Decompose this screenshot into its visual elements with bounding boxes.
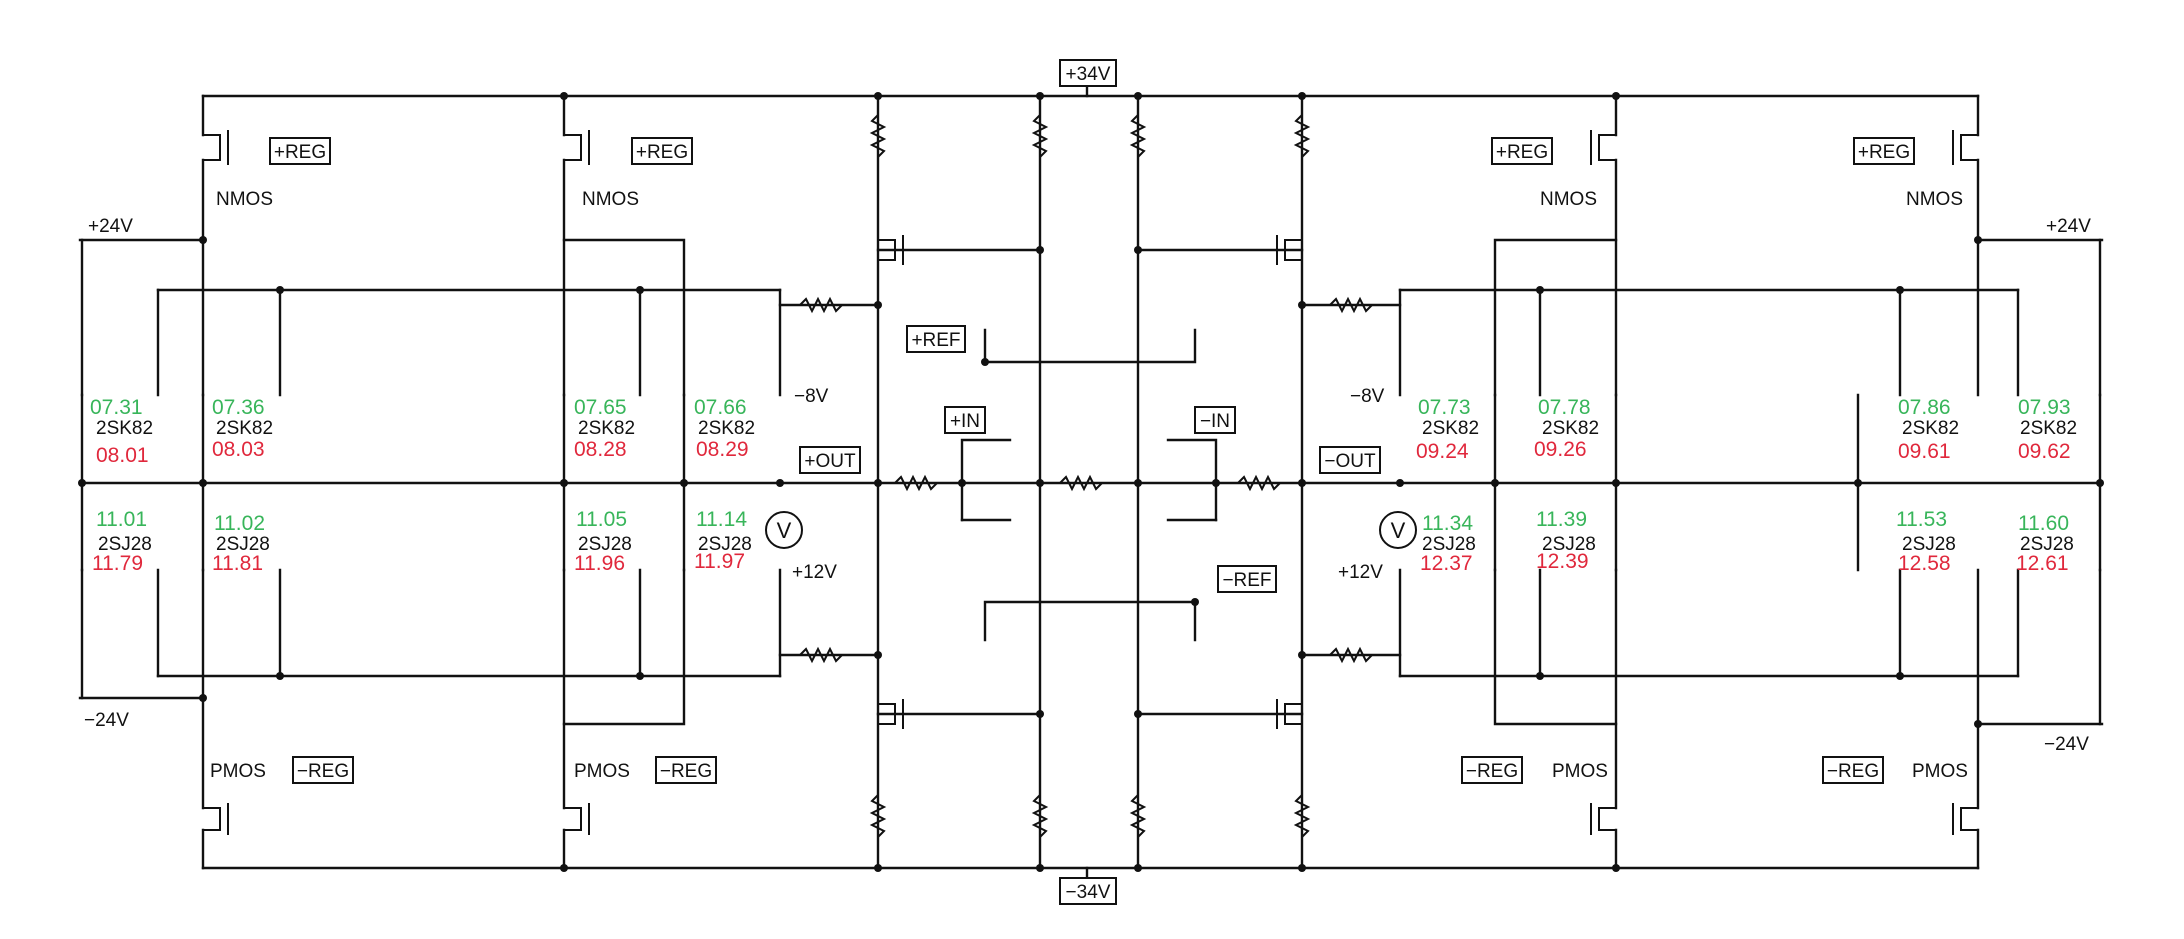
regulator-mosfets xyxy=(203,130,1978,835)
plus34-label: +34V xyxy=(1066,64,1111,85)
pmos-label-3: PMOS xyxy=(1552,761,1608,782)
pch-1-low: 11.01 xyxy=(96,508,147,531)
pch-5-part: 2SJ28 xyxy=(1422,534,1476,555)
pch-6-part: 2SJ28 xyxy=(1542,534,1596,555)
pch-3-high: 11.96 xyxy=(574,552,625,575)
pmos-label-2: PMOS xyxy=(574,761,630,782)
voltmeter-right-icon xyxy=(1379,511,1417,549)
minus-reg-label-1: −REG xyxy=(297,761,349,782)
plus12-left-label: +12V xyxy=(792,562,837,583)
pch-8-part: 2SJ28 xyxy=(2020,534,2074,555)
plus-reg-label-2: +REG xyxy=(636,142,688,163)
pch-7-part: 2SJ28 xyxy=(1902,534,1956,555)
minus24-right-label: −24V xyxy=(2044,734,2089,755)
minus-reg-label-3: −REG xyxy=(1466,761,1518,782)
pch-7-high: 12.58 xyxy=(1898,552,1951,575)
minus8-right-label: −8V xyxy=(1350,386,1385,407)
pch-5-low: 11.34 xyxy=(1422,512,1473,535)
nch-6-part: 2SK82 xyxy=(1542,418,1599,439)
nch-5-low: 07.73 xyxy=(1418,396,1471,419)
supply-rail-labels: +34V −34V +24V −24V +24V −24V −8V −8V +1… xyxy=(84,59,2091,905)
nch-5-high: 09.24 xyxy=(1416,440,1469,463)
pch-4-low: 11.14 xyxy=(696,508,747,531)
pch-1-part: 2SJ28 xyxy=(98,534,152,555)
resistors xyxy=(799,114,1373,838)
pch-2-part: 2SJ28 xyxy=(216,534,270,555)
nch-4-low: 07.66 xyxy=(694,396,747,419)
nch-1-part: 2SK82 xyxy=(96,418,153,439)
minus-in-label: −IN xyxy=(1200,411,1230,432)
pch-2-high: 11.81 xyxy=(212,552,263,575)
voltmeter-right-label: V xyxy=(1391,518,1406,543)
backbone-wires xyxy=(78,82,2104,882)
nch-3-high: 08.28 xyxy=(574,438,627,461)
nch-6-high: 09.26 xyxy=(1534,438,1587,461)
plus-reg-label-3: +REG xyxy=(1496,142,1548,163)
pch-3-part: 2SJ28 xyxy=(578,534,632,555)
pch-4-high: 11.97 xyxy=(694,550,745,573)
nch-8-high: 09.62 xyxy=(2018,440,2071,463)
nmos-label-2: NMOS xyxy=(582,189,639,210)
nmos-label-1: NMOS xyxy=(216,189,273,210)
nmos-label-3: NMOS xyxy=(1540,189,1597,210)
nch-3-low: 07.65 xyxy=(574,396,627,419)
pch-4-part: 2SJ28 xyxy=(698,534,752,555)
pch-1-high: 11.79 xyxy=(92,552,143,575)
nch-2-part: 2SK82 xyxy=(216,418,273,439)
plus24-left-label: +24V xyxy=(88,216,133,237)
nch-6-low: 07.78 xyxy=(1538,396,1591,419)
pch-8-high: 12.61 xyxy=(2016,552,2069,575)
nmos-label-4: NMOS xyxy=(1906,189,1963,210)
minus34-box xyxy=(1059,877,1117,905)
nch-8-part: 2SK82 xyxy=(2020,418,2077,439)
plus-in-label: +IN xyxy=(950,411,980,432)
plus-reg-label-1: +REG xyxy=(274,142,326,163)
voltmeter-left-label: V xyxy=(777,518,792,543)
nchannel-devices: 07.31 2SK82 08.01 07.36 2SK82 08.03 07.6… xyxy=(90,396,2077,467)
nch-5-part: 2SK82 xyxy=(1422,418,1479,439)
minus-ref-label: −REF xyxy=(1222,570,1271,591)
plus34-box xyxy=(1059,59,1117,87)
nch-7-low: 07.86 xyxy=(1898,396,1951,419)
pmos-label-1: PMOS xyxy=(210,761,266,782)
mosfet-type-labels: NMOS NMOS NMOS NMOS PMOS PMOS PMOS PMOS xyxy=(210,189,1968,782)
minus-reg-label-4: −REG xyxy=(1827,761,1879,782)
pch-7-low: 11.53 xyxy=(1896,508,1947,531)
pch-5-high: 12.37 xyxy=(1420,552,1473,575)
nch-2-high: 08.03 xyxy=(212,438,265,461)
plus24-right-label: +24V xyxy=(2046,216,2091,237)
nch-4-high: 08.29 xyxy=(696,438,749,461)
plus-ref-label: +REF xyxy=(911,330,960,351)
pch-3-low: 11.05 xyxy=(576,508,627,531)
plus-out-label: +OUT xyxy=(804,451,856,472)
minus8-left-label: −8V xyxy=(794,386,829,407)
minus34-label: −34V xyxy=(1066,882,1111,903)
minus-out-label: −OUT xyxy=(1324,451,1376,472)
nch-4-part: 2SK82 xyxy=(698,418,755,439)
nch-3-part: 2SK82 xyxy=(578,418,635,439)
pch-6-high: 12.39 xyxy=(1536,550,1589,573)
nch-7-part: 2SK82 xyxy=(1902,418,1959,439)
voltmeter-left-icon xyxy=(765,511,803,549)
pchannel-devices: 11.01 2SJ28 11.79 11.02 2SJ28 11.81 11.0… xyxy=(92,508,2074,575)
nch-1-high: 08.01 xyxy=(96,444,149,467)
junctions xyxy=(78,92,2104,872)
nch-1-low: 07.31 xyxy=(90,396,143,419)
plus12-right-label: +12V xyxy=(1338,562,1383,583)
nch-7-high: 09.61 xyxy=(1898,440,1951,463)
port-labels: +REG +REG +REG +REG −REG −REG −REG −REG … xyxy=(269,137,1915,784)
minus24-left-label: −24V xyxy=(84,710,129,731)
plus-reg-label-4: +REG xyxy=(1858,142,1910,163)
nch-8-low: 07.93 xyxy=(2018,396,2071,419)
pch-2-low: 11.02 xyxy=(214,512,265,535)
pch-8-low: 11.60 xyxy=(2018,512,2069,535)
nch-2-low: 07.36 xyxy=(212,396,265,419)
pch-6-low: 11.39 xyxy=(1536,508,1587,531)
pmos-label-4: PMOS xyxy=(1912,761,1968,782)
minus-reg-label-2: −REG xyxy=(660,761,712,782)
